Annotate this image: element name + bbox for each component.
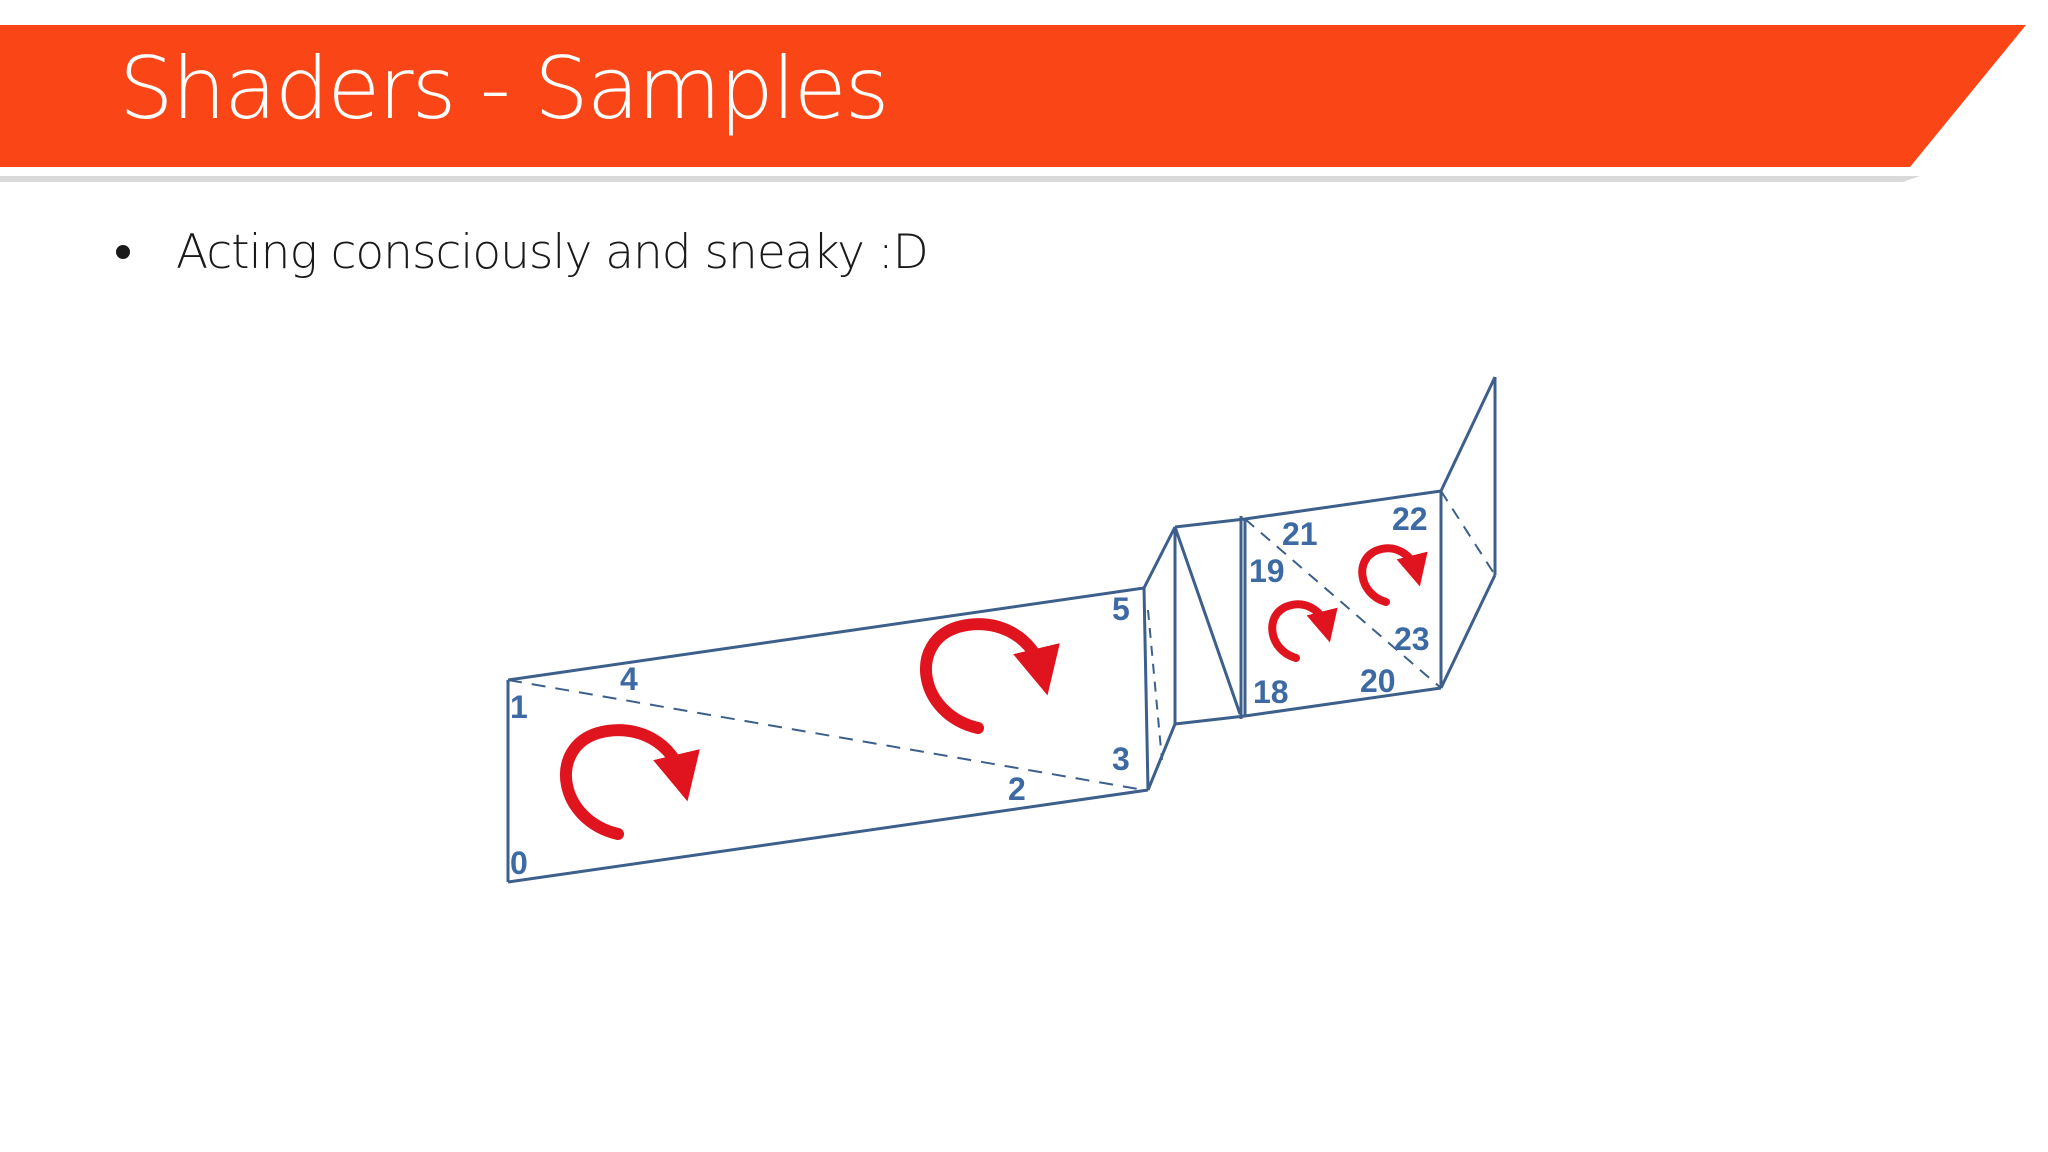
vertex-label: 2 xyxy=(1008,771,1026,807)
clockwise-arrow-icon xyxy=(920,618,1060,734)
vertex-label: 20 xyxy=(1360,663,1396,699)
bullet-dot xyxy=(116,245,130,259)
vertex-label: 0 xyxy=(510,845,528,881)
strip-edges xyxy=(506,376,1497,884)
vertex-label: 1 xyxy=(510,689,528,725)
vertex-label: 19 xyxy=(1249,553,1285,589)
vertex-label: 3 xyxy=(1112,741,1130,777)
vertex-labels: 0 1 2 3 4 5 18 19 20 21 22 23 xyxy=(510,501,1430,881)
vertex-label: 18 xyxy=(1253,674,1289,710)
vertex-label: 23 xyxy=(1394,621,1430,657)
clockwise-arrow-icon xyxy=(1358,544,1428,606)
vertex-label: 5 xyxy=(1112,591,1130,627)
bullet-item: Acting consciously and sneaky :D xyxy=(116,222,929,282)
vertex-label: 4 xyxy=(620,661,638,697)
clockwise-arrow-icon xyxy=(560,724,700,840)
slide-title: Shaders - Samples xyxy=(119,39,889,139)
vertex-label: 22 xyxy=(1392,501,1428,537)
clockwise-arrow-icon xyxy=(1268,600,1338,662)
winding-arrows xyxy=(560,544,1428,840)
title-banner xyxy=(0,25,2026,182)
bullet-text: Acting consciously and sneaky :D xyxy=(176,224,929,280)
vertex-label: 21 xyxy=(1282,516,1318,552)
